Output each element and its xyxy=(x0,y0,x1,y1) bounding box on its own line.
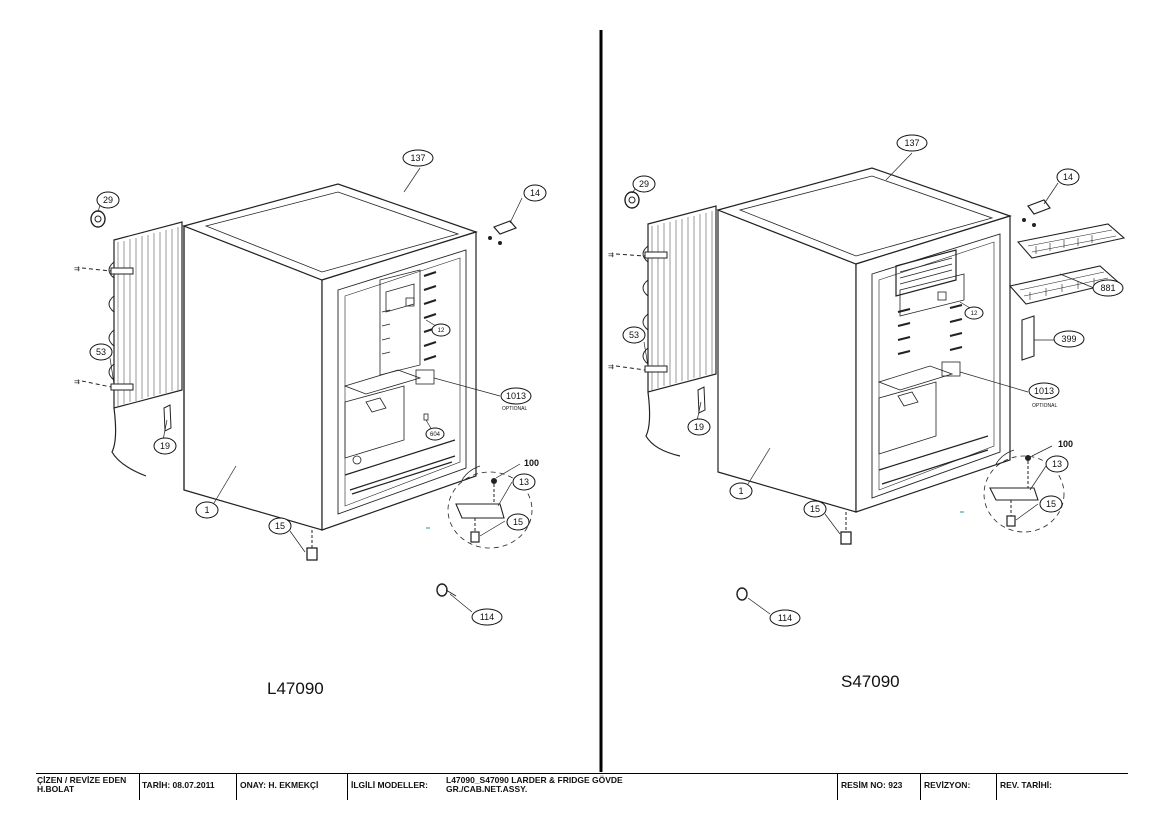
left-callout-114: 114 xyxy=(471,608,503,626)
left-leaders xyxy=(97,167,523,613)
left-callout-604: 604 xyxy=(425,427,445,441)
right-shelves-881 xyxy=(1008,223,1126,305)
right-callout-19: 19 xyxy=(687,418,711,436)
left-callout-1: 1 xyxy=(195,501,219,519)
right-callout-number: 881 xyxy=(1100,283,1115,293)
right-callout-15: 15 xyxy=(803,500,827,518)
left-callout-14: 14 xyxy=(523,184,547,202)
left-callout-number: 1013 xyxy=(506,391,526,401)
left-callout-137: 137 xyxy=(402,149,434,167)
right-callout-15: 15 xyxy=(1039,495,1063,513)
drawn-by-label: ÇİZEN / REVİZE EDEN xyxy=(37,775,127,785)
right-optional-note: OPTIONAL xyxy=(1032,403,1058,409)
right-condenser-coil: ⇉ ⇉ xyxy=(608,205,717,457)
svg-text:⇉: ⇉ xyxy=(608,364,614,371)
right-callout-number: 137 xyxy=(904,138,919,148)
right-callout-137: 137 xyxy=(896,134,928,152)
right-cabinet-body xyxy=(716,167,1012,513)
approval-field: ONAY: H. EKMEKÇİ xyxy=(240,780,319,790)
left-callout-29: 29 xyxy=(96,191,120,209)
left-callout-19: 19 xyxy=(153,437,177,455)
left-callout-53: 53 xyxy=(89,343,113,361)
right-callout-number: 12 xyxy=(971,311,978,317)
right-callout-1: 1 xyxy=(729,482,753,500)
right-assembly: ⇉ ⇉ xyxy=(608,152,1126,615)
right-label-100: 100 xyxy=(1058,439,1073,449)
left-assembly: ⇉ ⇉ xyxy=(74,167,533,613)
right-callout-14: 14 xyxy=(1056,168,1080,186)
right-callout-number: 13 xyxy=(1052,459,1062,469)
date-field: TARİH: 08.07.2011 xyxy=(142,780,215,790)
revision-label: REVİZYON: xyxy=(924,780,971,790)
right-callouts: 137 29 14 53 12 881 399 1013 19 1 15 13 15 114 xyxy=(622,134,1124,627)
right-callout-399: 399 xyxy=(1053,330,1085,348)
left-callout-number: 1 xyxy=(204,505,209,515)
left-model-label: L47090 xyxy=(267,679,324,698)
drawn-by: H.BOLAT xyxy=(37,784,75,794)
svg-text:⇉: ⇉ xyxy=(74,266,80,273)
left-label-100: 100 xyxy=(524,458,539,468)
right-callout-114: 114 xyxy=(769,609,801,627)
left-callout-number: 14 xyxy=(530,188,540,198)
left-callout-13: 13 xyxy=(512,473,536,491)
right-callout-number: 15 xyxy=(1046,499,1056,509)
left-callout-number: 13 xyxy=(519,477,529,487)
svg-text:⇉: ⇉ xyxy=(74,379,80,386)
left-callout-number: 137 xyxy=(410,153,425,163)
left-callout-15: 15 xyxy=(506,513,530,531)
right-callout-29: 29 xyxy=(632,175,656,193)
right-parts xyxy=(624,191,1126,601)
left-parts xyxy=(90,210,533,597)
drawing-number: RESİM NO: 923 xyxy=(841,780,903,790)
left-callout-1013: 1013 xyxy=(500,387,532,405)
right-callout-1013: 1013 xyxy=(1028,382,1060,400)
right-callout-number: 114 xyxy=(778,613,792,623)
left-callout-number: 53 xyxy=(96,347,106,357)
right-callout-number: 1013 xyxy=(1034,386,1054,396)
right-leaders xyxy=(631,152,1095,615)
right-callout-number: 399 xyxy=(1061,334,1076,344)
right-model-label: S47090 xyxy=(841,672,900,691)
right-callout-number: 19 xyxy=(694,422,704,432)
svg-text:⇉: ⇉ xyxy=(608,252,614,259)
left-condenser-coil: ⇉ ⇉ xyxy=(74,221,183,477)
left-callout-number: 15 xyxy=(275,521,285,531)
right-callout-12: 12 xyxy=(964,306,984,320)
left-callout-number: 12 xyxy=(438,328,445,334)
left-callout-number: 604 xyxy=(430,432,441,438)
revision-date-label: REV. TARİHİ: xyxy=(1000,780,1052,790)
related-models-line1: L47090_S47090 LARDER & FRIDGE GÖVDE xyxy=(446,775,623,785)
right-callout-number: 14 xyxy=(1063,172,1073,182)
right-interior-details xyxy=(877,249,1015,485)
right-callout-13: 13 xyxy=(1045,455,1069,473)
left-callout-12: 12 xyxy=(431,323,451,337)
left-callout-15: 15 xyxy=(268,517,292,535)
right-callout-number: 29 xyxy=(639,179,649,189)
left-optional-note: OPTIONAL xyxy=(502,406,528,412)
related-models-label: İLGİLİ MODELLER: xyxy=(351,780,428,790)
right-callout-number: 53 xyxy=(629,330,639,340)
left-interior-details xyxy=(343,269,481,495)
right-callout-number: 15 xyxy=(810,504,820,514)
left-callout-number: 15 xyxy=(513,517,523,527)
related-models-line2: GR./CAB.NET.ASSY. xyxy=(446,784,528,794)
left-callout-number: 114 xyxy=(480,612,494,622)
left-callouts: 137 29 14 53 12 1013 604 19 1 15 13 15 114 xyxy=(89,149,547,626)
title-block: ÇİZEN / REVİZE EDEN H.BOLAT TARİH: 08.07… xyxy=(36,773,1128,800)
right-callout-881: 881 xyxy=(1092,279,1124,297)
right-callout-number: 1 xyxy=(738,486,743,496)
left-callout-number: 29 xyxy=(103,195,113,205)
left-callout-number: 19 xyxy=(160,441,170,451)
right-callout-53: 53 xyxy=(622,326,646,344)
